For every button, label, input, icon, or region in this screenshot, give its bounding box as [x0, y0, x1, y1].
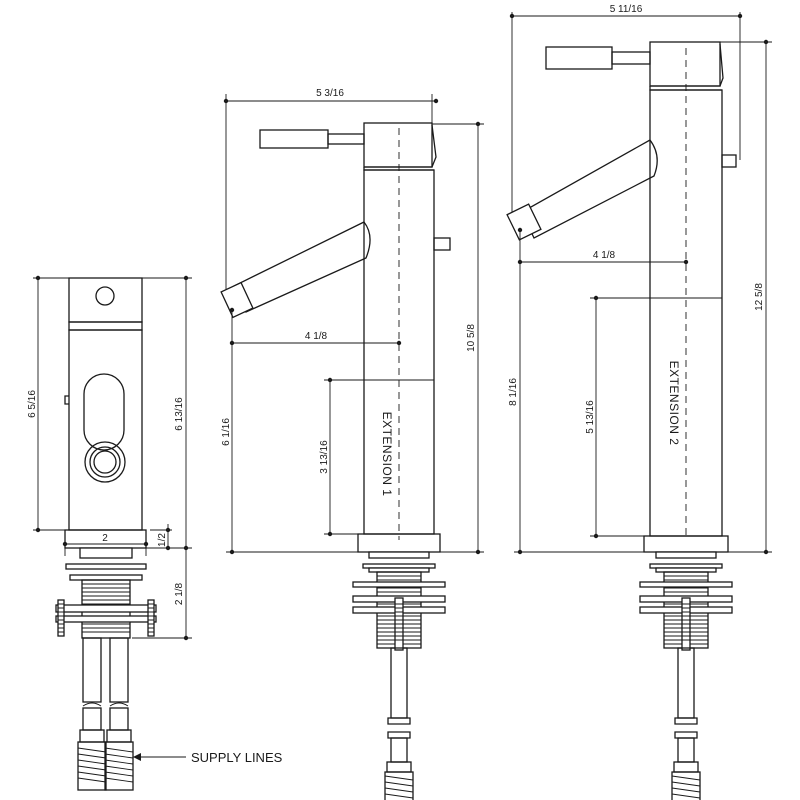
front-dimensions: 6 5/16 6 13/16 2 1/2 2 1/8 — [27, 275, 192, 641]
dim-ext2-width: 5 11/16 — [610, 4, 643, 15]
dim-ext2-spout-height: 8 1/16 — [508, 378, 519, 406]
supply-lines-callout: SUPPLY LINES — [133, 750, 283, 765]
extension-2-dimensions: 5 11/16 4 1/8 8 1/16 5 13/16 12 5/8 — [508, 4, 772, 555]
dim-ext2-reach: 4 1/8 — [593, 250, 616, 261]
supply-lines-label: SUPPLY LINES — [191, 750, 283, 765]
dim-front-body-height: 6 5/16 — [27, 390, 38, 418]
dim-front-flange: 1/2 — [157, 533, 168, 547]
dim-front-width: 2 — [102, 533, 108, 544]
dim-front-shank: 2 1/8 — [174, 582, 185, 605]
dim-ext1-total-height: 10 5/8 — [466, 324, 477, 352]
dim-ext1-spout-height: 6 1/16 — [221, 418, 232, 446]
extension-1-label: EXTENSION 1 — [380, 412, 394, 497]
extension-1-dimensions: 5 3/16 4 1/8 6 1/16 3 13/16 10 5/8 — [221, 88, 484, 555]
dim-ext1-reach: 4 1/8 — [305, 331, 328, 342]
front-view — [55, 277, 157, 791]
dim-ext1-extension: 3 13/16 — [319, 440, 330, 474]
dim-ext2-total-height: 12 5/8 — [754, 283, 765, 311]
extension-1-view: EXTENSION 1 — [220, 122, 451, 800]
dim-ext2-extension: 5 13/16 — [585, 400, 596, 434]
extension-2-view: EXTENSION 2 — [506, 41, 737, 800]
dim-ext1-width: 5 3/16 — [316, 88, 344, 99]
extension-2-label: EXTENSION 2 — [667, 361, 681, 446]
dim-front-total-height: 6 13/16 — [174, 397, 185, 431]
